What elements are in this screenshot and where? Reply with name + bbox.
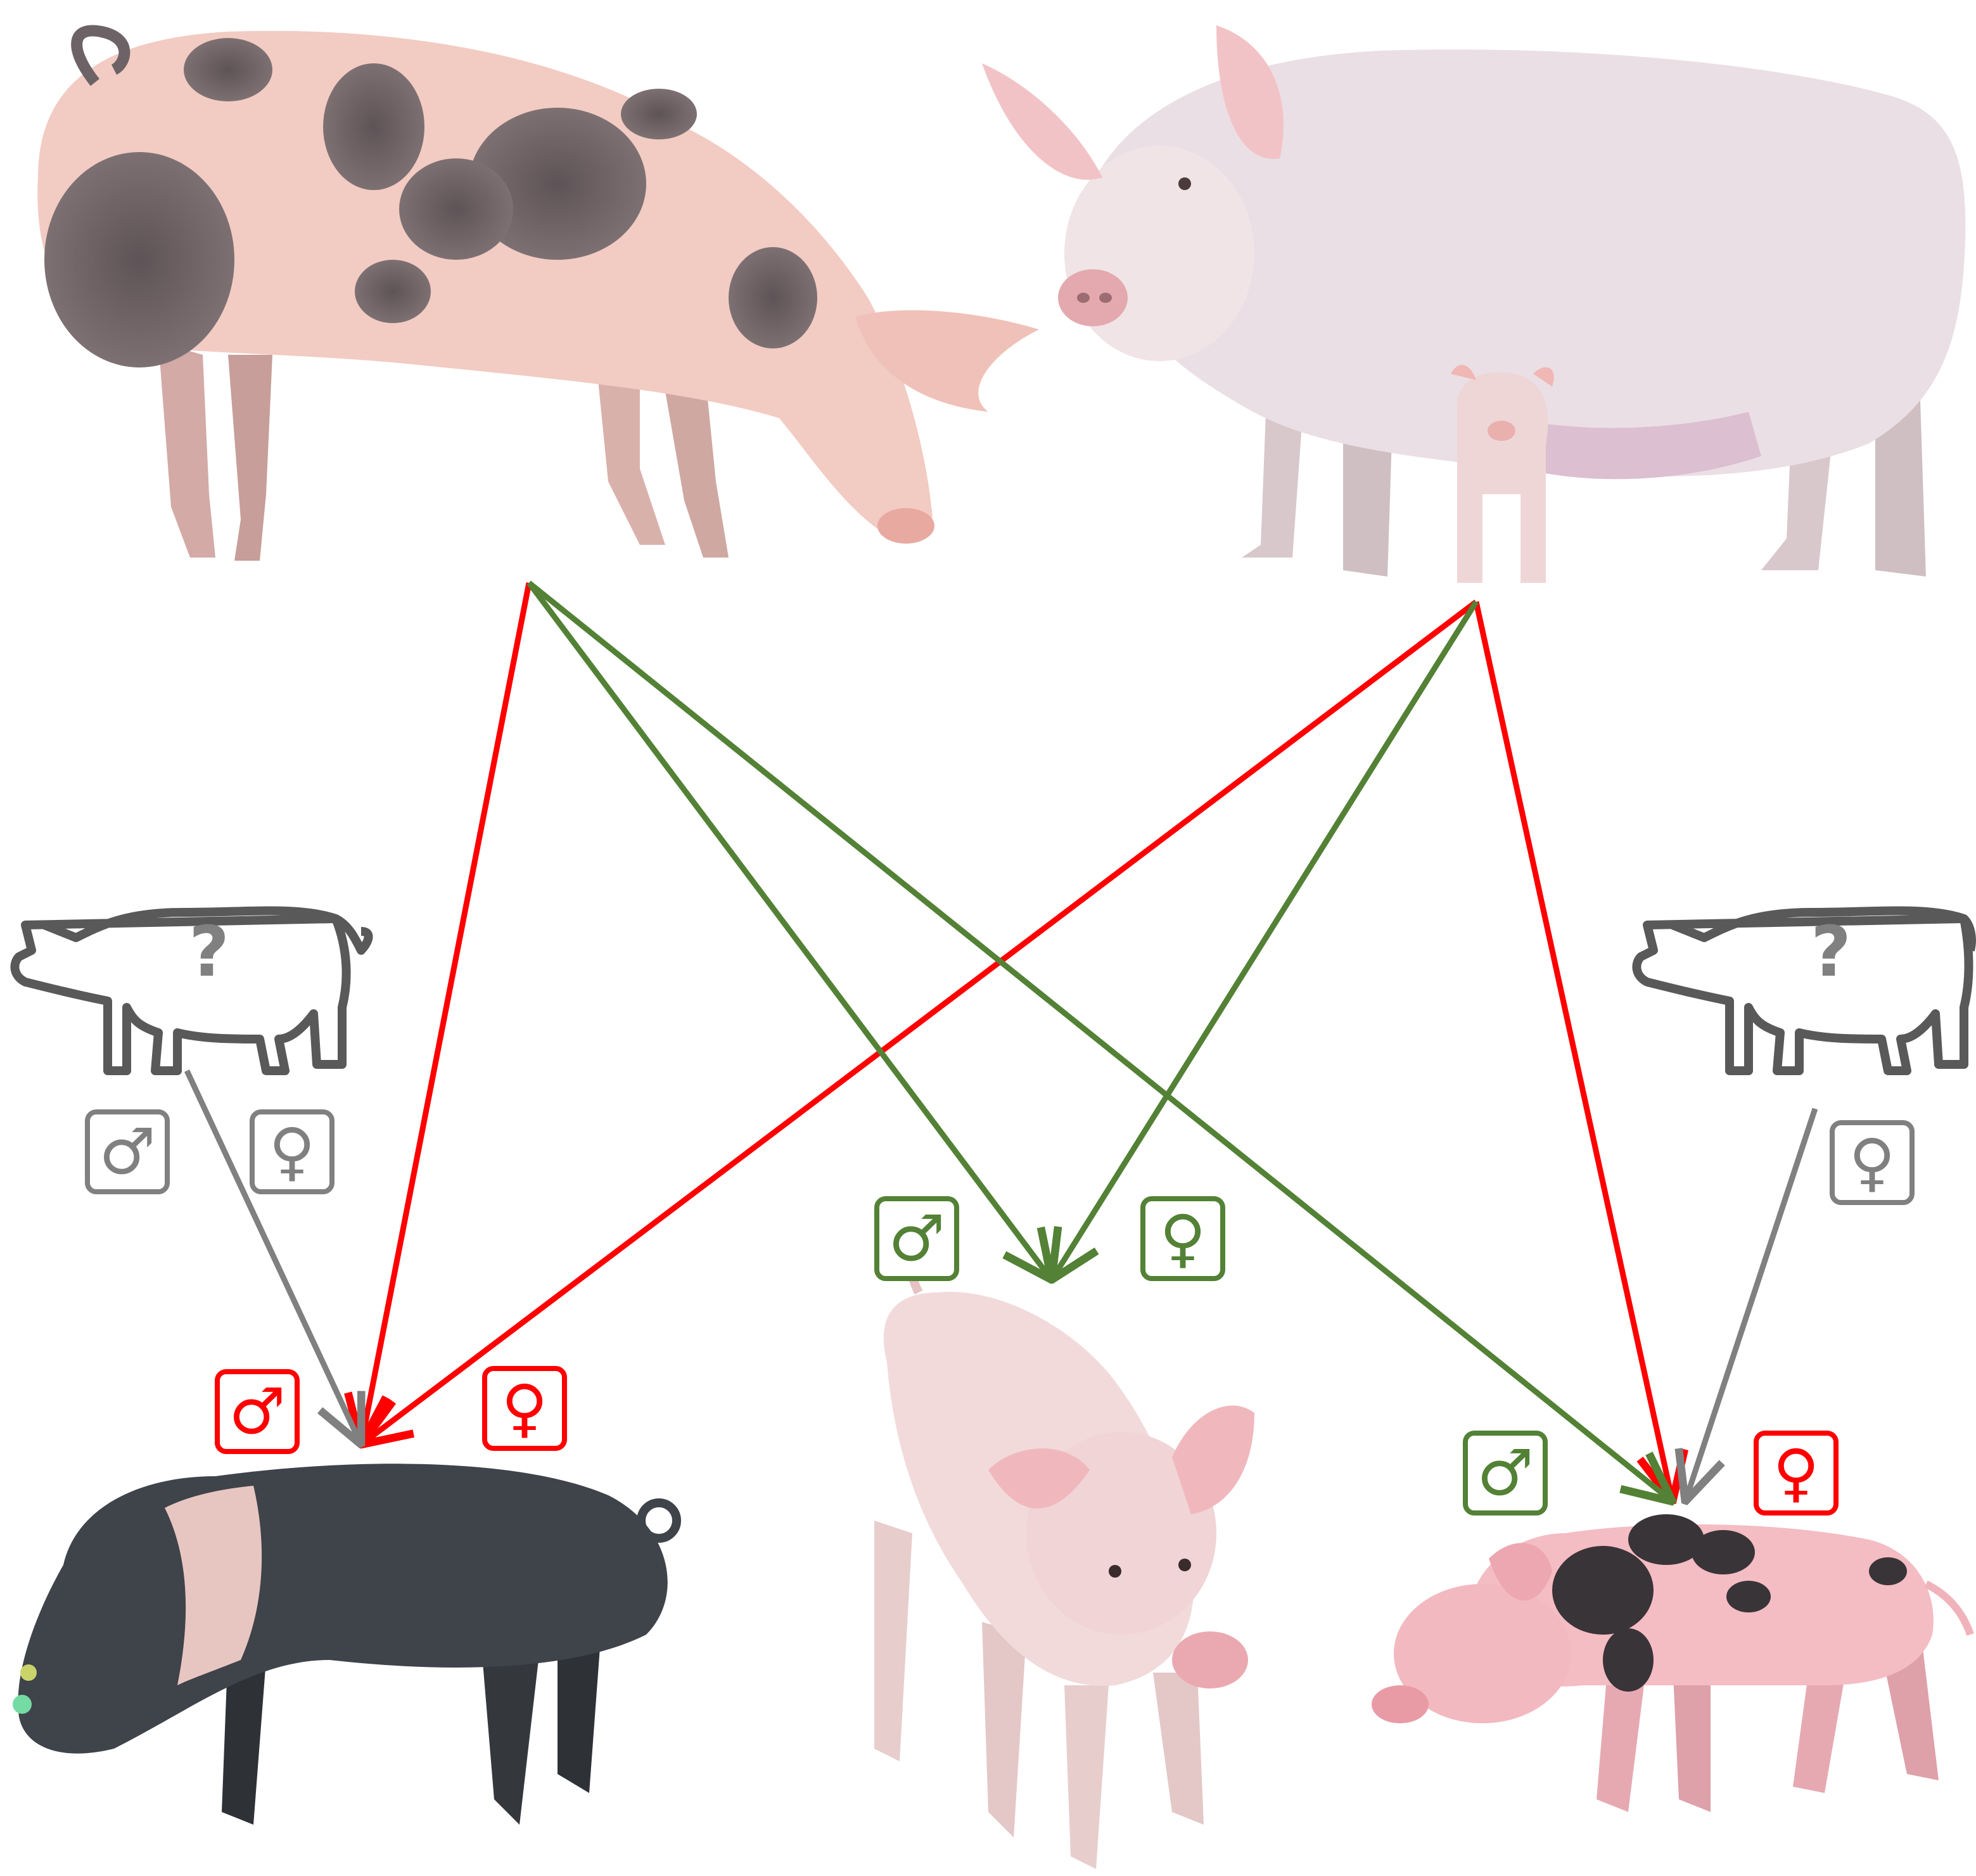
female-symbol-icon: ♀	[250, 1109, 335, 1194]
inheritance-arrows	[184, 580, 1818, 1502]
offspring-spotted-piglet	[1372, 1514, 1974, 1812]
male-symbol-icon: ♂	[85, 1109, 170, 1194]
svg-text:♂: ♂	[229, 1374, 286, 1448]
arrow-red-sow-to-left	[361, 599, 1478, 1445]
arrow-grey-unknown-to-left	[184, 1069, 361, 1445]
arrow-grey-unknown-to-right	[1685, 1107, 1818, 1502]
male-symbol-icon: ♂	[874, 1196, 959, 1281]
unknown-pig-right: ?	[1632, 906, 1976, 1075]
svg-text:♀: ♀	[501, 1371, 547, 1445]
female-symbol-icon: ♀	[1830, 1120, 1915, 1205]
arrow-red-boar-to-left	[361, 582, 532, 1445]
arrow-green-sow-to-center	[1052, 600, 1479, 1280]
arrow-red-sow-to-right	[1473, 601, 1673, 1502]
svg-text:♀: ♀	[1159, 1201, 1206, 1275]
offspring-saddleback	[13, 1464, 681, 1825]
svg-text:♀: ♀	[269, 1114, 315, 1189]
pig-outline-icon	[1632, 906, 1976, 1075]
unknown-pig-left: ?	[10, 906, 373, 1075]
male-symbol-icon: ♂	[1463, 1431, 1548, 1515]
svg-text:♀: ♀	[1849, 1125, 1895, 1199]
pig-outline-icon	[10, 906, 373, 1075]
arrow-green-boar-to-right	[527, 580, 1673, 1502]
offspring-white-piglet	[874, 1221, 1254, 1869]
svg-text:♂: ♂	[888, 1201, 945, 1275]
unknown-question-mark: ?	[189, 911, 229, 992]
parent-sow-white	[982, 25, 1966, 583]
unknown-question-mark: ?	[1811, 911, 1851, 992]
female-symbol-icon: ♀	[482, 1366, 567, 1451]
parent-boar-spotted	[37, 25, 1039, 561]
sex-symbols: ♂ ♀ ♀ ♂ ♀ ♂ ♀ ♂	[85, 1109, 1915, 1515]
arrow-green-boar-to-center	[526, 581, 1052, 1280]
female-symbol-icon: ♀	[1754, 1431, 1839, 1515]
svg-text:♂: ♂	[1477, 1436, 1534, 1510]
svg-text:♀: ♀	[1773, 1436, 1819, 1510]
svg-text:♂: ♂	[99, 1114, 156, 1189]
male-symbol-icon: ♂	[215, 1369, 300, 1454]
female-symbol-icon: ♀	[1140, 1196, 1225, 1281]
